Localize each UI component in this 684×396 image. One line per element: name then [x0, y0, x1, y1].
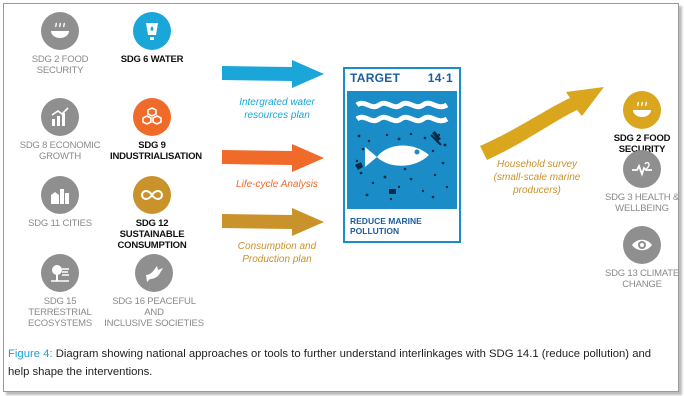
consumption-arrow-label: Consumption and Production plan: [218, 240, 336, 266]
arrow-label-line: Production plan: [242, 254, 312, 265]
sdg-label-line: SECURITY: [36, 65, 84, 76]
sdg-11-cities: SDG 11 CITIES: [18, 176, 102, 229]
sdg-label-line: SDG 15 TERRESTRIAL: [28, 296, 92, 318]
arrow-label-line: resources plan: [244, 110, 310, 121]
survey-arrow-label: Household survey (small-scale marine pro…: [478, 158, 596, 197]
arrow-label-line: Consumption and: [237, 241, 317, 252]
sdg-label-line: SDG 9: [138, 140, 166, 151]
infinity-icon: [133, 176, 171, 214]
target-number: 14·1: [427, 71, 453, 85]
arrow-label-line: Intergrated water: [239, 97, 315, 108]
figure-label: Figure 4:: [8, 348, 53, 360]
caption-text: Diagram showing national approaches or t…: [8, 348, 652, 378]
sdg-label-line: CHANGE: [622, 279, 662, 290]
sdg-label-line: SDG 2 FOOD: [613, 133, 671, 144]
fish-pollution-icon: [347, 91, 457, 209]
dove-icon: [135, 254, 173, 292]
water-arrow-label: Intergrated water resources plan: [218, 96, 336, 122]
arrow-label-line: Household survey: [496, 159, 578, 170]
sdg-label-line: SDG 12 SUSTAINABLE: [119, 218, 185, 240]
sdg-label-line: SDG 13 CLIMATE: [604, 268, 680, 279]
sdg-label-line: INDUSTRIALISATION: [110, 151, 202, 162]
sdg-label-line: CONSUMPTION: [117, 240, 187, 251]
figure-caption: Figure 4: Diagram showing national appro…: [8, 345, 673, 381]
arrow-label-line: (small-scale marine: [493, 172, 581, 183]
target-description: REDUCE MARINE POLLUTION: [350, 216, 454, 236]
target-desc-line: REDUCE MARINE: [350, 216, 422, 226]
sdg-label-line: INCLUSIVE SOCIETIES: [104, 318, 204, 329]
sdg-6-water: SDG 6 WATER: [110, 12, 194, 65]
eye-globe-icon: [623, 226, 661, 264]
city-icon: [41, 176, 79, 214]
sdg-label-line: SDG 16 PEACEFUL AND: [112, 296, 196, 318]
cubes-icon: [133, 98, 171, 136]
lifecycle-arrow-label: Life-cycle Analysis: [214, 178, 340, 191]
sdg-label-line: GROWTH: [38, 151, 82, 162]
heartbeat-icon: [623, 150, 661, 188]
sdg-label-line: SDG 11 CITIES: [28, 218, 92, 229]
figure-frame: [3, 3, 679, 392]
arrow-label-line: Life-cycle Analysis: [236, 179, 318, 190]
sdg-label-line: SDG 8 ECONOMIC: [19, 140, 101, 151]
arrow-label-line: producers): [513, 185, 561, 196]
bar-growth-icon: [41, 98, 79, 136]
sdg-3-health-wellbeing: SDG 3 HEALTH &WELLBEING: [600, 150, 684, 214]
water-tap-icon: [133, 12, 171, 50]
sdg-label-line: SDG 6 WATER: [120, 54, 184, 65]
sdg-label-line: WELLBEING: [615, 203, 669, 214]
bowl-icon: [623, 91, 661, 129]
sdg-label-line: SDG 3 HEALTH &: [604, 192, 680, 203]
sdg-label-line: ECOSYSTEMS: [28, 318, 92, 329]
tree-icon: [41, 254, 79, 292]
sdg-label-line: SECURITY: [600, 144, 684, 155]
sdg-label-line: SDG 2 FOOD: [31, 54, 89, 65]
target-title: TARGET: [350, 71, 401, 85]
bowl-icon: [41, 12, 79, 50]
target-14-1-card: TARGET 14·1 REDUCE MA: [343, 67, 461, 243]
target-desc-line: POLLUTION: [350, 226, 400, 236]
